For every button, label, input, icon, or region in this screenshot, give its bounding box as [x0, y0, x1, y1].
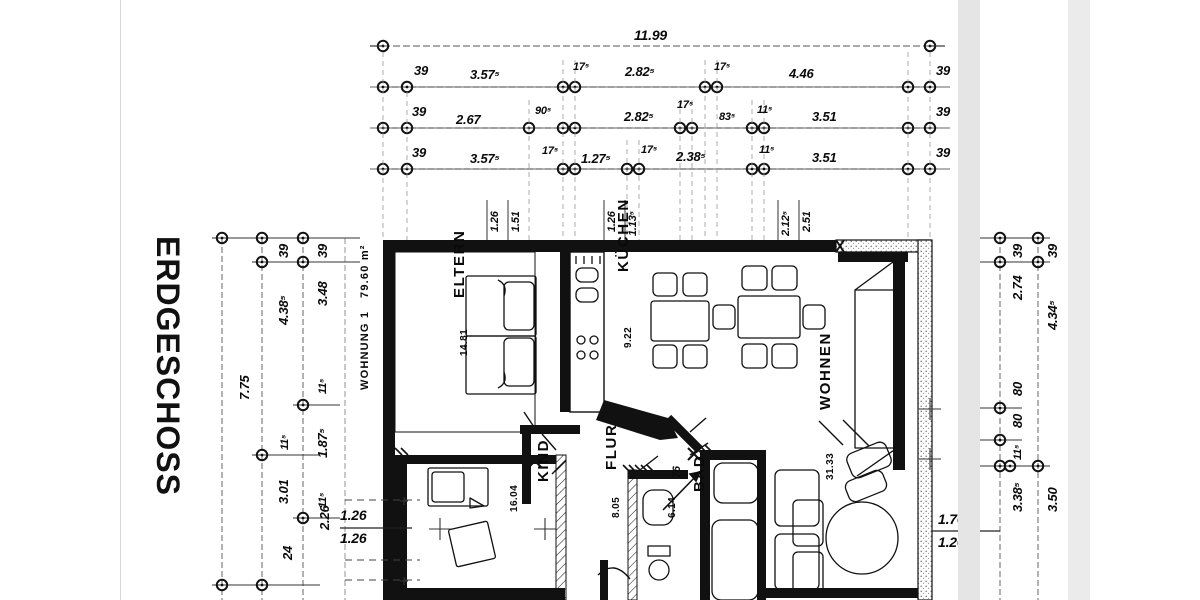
top1-dim-0: 39 [414, 63, 429, 78]
top1-dim-3: 2.82⁵ [625, 64, 655, 79]
top2-dim-0: 39 [412, 104, 427, 119]
room-label-wohnen: WOHNEN [817, 332, 834, 410]
right2-dim-2: 3.50 [1045, 487, 1060, 512]
interior-left-dim-0: 1.26 [340, 507, 367, 523]
left2-dim-1: 4.38⁵ [276, 295, 291, 325]
vtick-0: 1.26 [489, 211, 501, 232]
room-area-eltern: 14.81 [459, 328, 470, 356]
top1-dim-1: 3.57⁵ [470, 67, 500, 82]
right1-dim-5: 3.38⁵ [1010, 482, 1025, 512]
top2-dim-3: 2.82⁵ [624, 109, 654, 124]
right1-dim-1: 2.74 [1010, 275, 1025, 300]
room-label-kind: KIND [535, 438, 552, 482]
right2-dim-1: 4.34⁵ [1045, 300, 1060, 330]
top3-dim-6: 11⁵ [759, 144, 775, 156]
left1-dim-5: 24 [280, 545, 295, 560]
left2-dim-0: 39 [276, 243, 291, 258]
right1-dim-3: 80 [1010, 413, 1025, 428]
left2-dim-4: 2.26 [317, 505, 332, 530]
top2-dim-1: 2.67 [456, 112, 481, 127]
page-title: ERDGESCHOSS [150, 236, 186, 496]
apartment-area-unit: m² [359, 244, 371, 261]
room-area-kind: 16.04 [509, 484, 520, 512]
top3-dim-4: 17⁵ [641, 144, 658, 156]
top1-dim-5: 4.46 [789, 66, 814, 81]
vertical-scrollbar-thumb[interactable] [958, 0, 980, 600]
top3-dim-2: 17⁵ [542, 145, 559, 157]
top3-dim-8: 39 [936, 145, 951, 160]
left3-dim-0: 7.75 [237, 375, 252, 400]
room-label-bad: BAD [691, 454, 708, 492]
top2-dim-7: 3.51 [812, 109, 837, 124]
right2-dim-0: 39 [1045, 243, 1060, 258]
right1-dim-4: 11⁵ [1012, 444, 1024, 460]
apartment-name: WOHNUNG 1 [359, 310, 371, 390]
interior-right-dim-1: 1.26 [938, 534, 965, 550]
top3-dim-3: 1.27⁵ [581, 151, 611, 166]
vtick-1: 1.51 [510, 211, 522, 232]
top2-dim-2: 90⁵ [535, 105, 552, 117]
room-label-kuchen: KÜCHEN [615, 198, 632, 272]
left1-dim-0: 39 [315, 243, 330, 258]
right1-dim-2: 80 [1010, 381, 1025, 396]
interior-left-dim-1: 1.26 [340, 530, 367, 546]
top3-dim-5: 2.38⁵ [676, 149, 706, 164]
room-area-flur: 8.05 [611, 496, 622, 518]
top2-dim-6: 11⁵ [757, 104, 773, 116]
apartment-label: WOHNUNG 1 79.60 m² [359, 244, 371, 390]
overall-top-dimension: 11.99 [634, 27, 667, 43]
top3-dim-1: 3.57⁵ [470, 151, 500, 166]
left2-dim-2: 11⁵ [279, 434, 291, 450]
vertical-scrollbar-track[interactable] [958, 0, 1090, 600]
room-area-bad: 6.14 [667, 496, 678, 518]
top3-dim-7: 3.51 [812, 150, 837, 165]
top1-dim-6: 39 [936, 63, 951, 78]
left1-dim-2: 11⁵ [317, 378, 329, 394]
top2-dim-4: 17⁵ [677, 99, 694, 111]
top1-dim-4: 17⁵ [714, 61, 731, 73]
top1-dim-2: 17⁵ [573, 61, 590, 73]
bath-note-dimension: 76 [671, 466, 683, 478]
left2-dim-3: 3.01 [276, 479, 291, 504]
room-area-kuchen: 9.22 [623, 326, 634, 348]
interior-right-dim-0: 1.76 [938, 511, 965, 527]
right1-dim-0: 39 [1010, 243, 1025, 258]
vtick-5: 2.51 [801, 211, 813, 232]
top2-dim-5: 83⁵ [719, 111, 736, 123]
room-area-wohnen: 31.33 [825, 452, 836, 480]
page-edge-divider [120, 0, 121, 600]
apartment-area: 79.60 [359, 264, 371, 298]
left1-dim-3: 1.87⁵ [315, 428, 330, 458]
top2-dim-8: 39 [936, 104, 951, 119]
vtick-4: 2.12⁵ [780, 211, 792, 236]
top3-dim-0: 39 [412, 145, 427, 160]
room-label-eltern: ELTERN [451, 229, 468, 299]
left1-dim-1: 3.48 [315, 281, 330, 306]
room-label-flur: FLUR [603, 423, 620, 470]
